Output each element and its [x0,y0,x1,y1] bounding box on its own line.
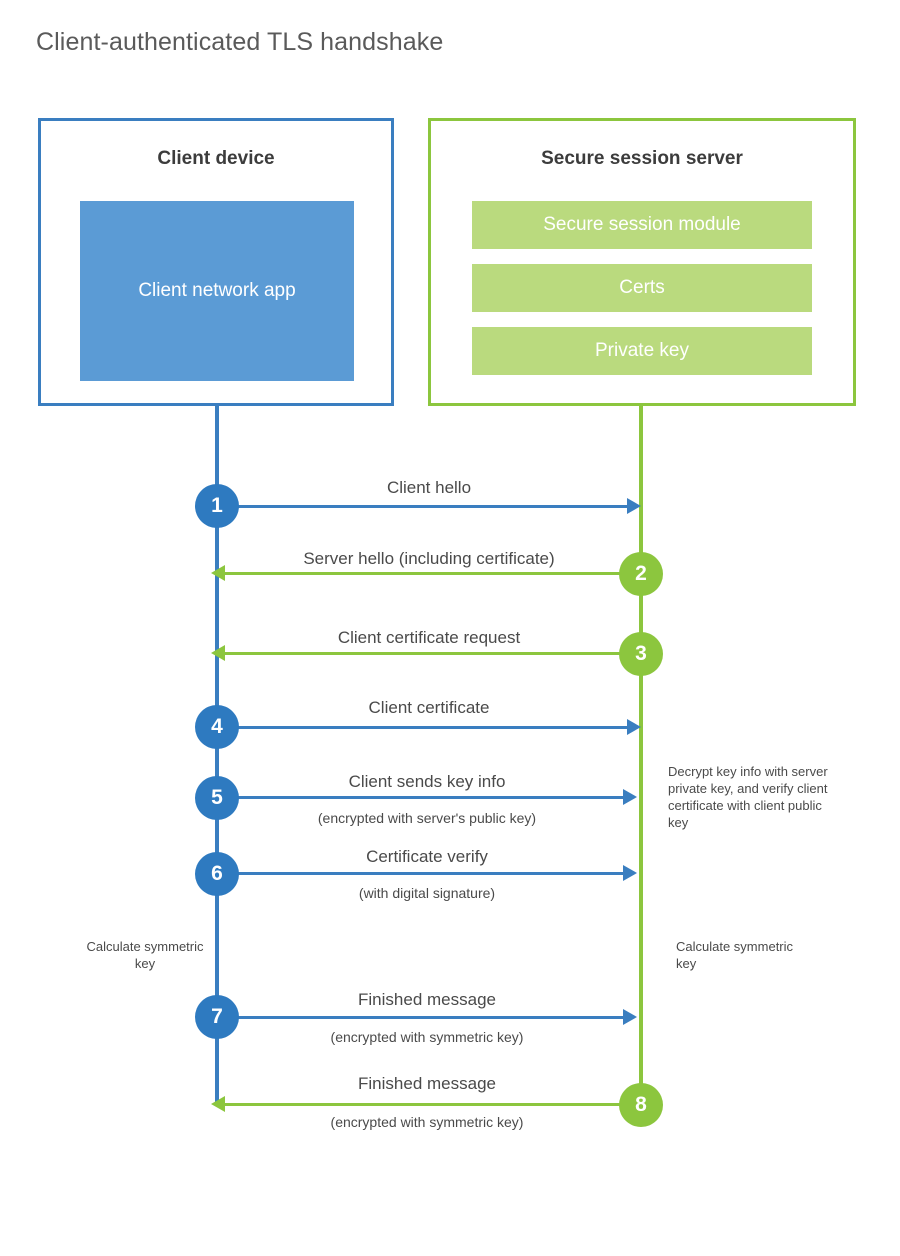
step-8-line [225,1103,641,1106]
step-3-marker[interactable]: 3 [619,632,663,676]
page-title: Client-authenticated TLS handshake [36,28,444,56]
client-device-title: Client device [157,148,275,169]
client-calculate-symmetric-key-note: Calculate symmetric key [86,939,204,971]
server-lifeline [639,406,643,1106]
secure-session-server-box: Secure session server Secure session mod… [428,118,856,406]
step-2-marker[interactable]: 2 [619,552,663,596]
step-1-marker[interactable]: 1 [195,484,239,528]
step-6-arrowhead-icon [623,865,637,881]
server-decrypt-note: Decrypt key info with server private key… [668,764,828,830]
client-lifeline [215,406,219,1106]
step-6-label: Certificate verify [366,847,488,866]
step-6-marker[interactable]: 6 [195,852,239,896]
step-8-marker[interactable]: 8 [619,1083,663,1127]
step-5-sublabel: (encrypted with server's public key) [317,810,537,826]
client-network-app-block: Client network app [80,201,354,381]
step-7-arrowhead-icon [623,1009,637,1025]
step-7-sublabel: (encrypted with symmetric key) [330,1029,524,1045]
server-module-label: Certs [619,277,665,298]
step-2-arrowhead-icon [211,565,225,581]
server-module-secure-session-module: Secure session module [472,201,812,249]
step-3-label: Client certificate request [337,628,521,647]
server-module-private-key: Private key [472,327,812,375]
step-8-arrowhead-icon [211,1096,225,1112]
step-4-arrowhead-icon [627,719,641,735]
server-module-label: Private key [595,340,689,361]
step-5-marker[interactable]: 5 [195,776,239,820]
step-7-marker[interactable]: 7 [195,995,239,1039]
client-network-app-label: Client network app [138,280,296,301]
server-module-certs: Certs [472,264,812,312]
step-5-arrowhead-icon [623,789,637,805]
step-7-label: Finished message [358,990,496,1009]
step-1-label: Client hello [386,478,472,497]
step-5-label: Client sends key info [348,772,506,791]
step-4-line [217,726,631,729]
secure-session-server-title: Secure session server [541,148,743,169]
step-4-marker[interactable]: 4 [195,705,239,749]
step-3-line [225,652,641,655]
server-calculate-symmetric-key-note: Calculate symmetric key [676,939,794,971]
step-8-sublabel: (encrypted with symmetric key) [330,1114,524,1130]
step-4-label: Client certificate [368,698,490,717]
step-7-line [217,1016,627,1019]
step-1-line [217,505,631,508]
step-3-arrowhead-icon [211,645,225,661]
step-2-line [225,572,641,575]
step-1-arrowhead-icon [627,498,641,514]
client-device-box: Client device Client network app [38,118,394,406]
step-6-line [217,872,627,875]
step-5-line [217,796,627,799]
step-2-label: Server hello (including certificate) [303,549,555,568]
server-module-label: Secure session module [543,214,741,235]
step-6-sublabel: (with digital signature) [358,885,496,901]
step-8-label: Finished message [358,1074,496,1093]
